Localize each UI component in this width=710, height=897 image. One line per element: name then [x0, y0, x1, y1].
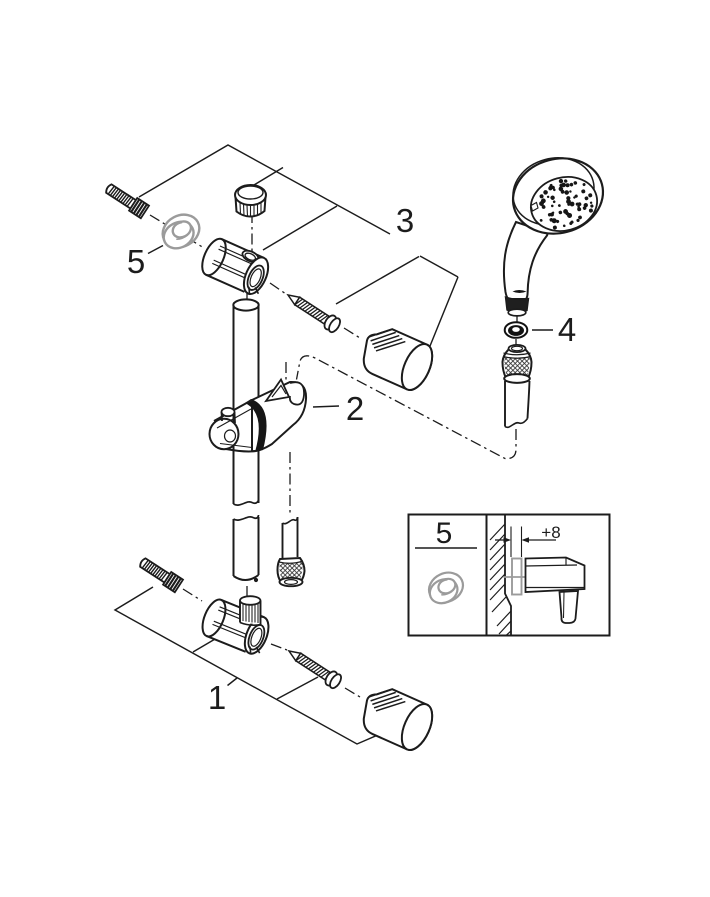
rail-break-lines	[233, 499, 260, 521]
hose-routing-line	[295, 355, 517, 460]
hand-shower	[502, 157, 605, 317]
spacer-ring-top	[155, 207, 207, 256]
wall-screw-top	[282, 287, 344, 335]
callout-leader-lines	[147, 244, 553, 408]
rail-top-cap	[234, 184, 267, 218]
bottom-wall-bracket	[201, 595, 270, 655]
mounting-screw-bottom	[136, 554, 185, 594]
handle-end-cap	[504, 295, 530, 317]
inset-detail-box	[407, 513, 611, 637]
callout-ladder-3	[138, 144, 459, 347]
glide-holder	[208, 377, 308, 453]
wall-screw-bottom	[283, 643, 345, 691]
leader-part2	[312, 405, 340, 408]
o-ring-gasket	[503, 321, 529, 339]
hose-break-line	[504, 418, 529, 429]
spray-dots	[539, 178, 594, 230]
dimension-label: +8	[541, 523, 560, 542]
part-callout-3: 3	[396, 202, 414, 239]
leader-part5	[147, 244, 164, 255]
hose-end-lower	[276, 516, 306, 588]
part-callout-2: 2	[346, 390, 364, 427]
bracket-rail-socket	[239, 595, 262, 626]
part-callout-5: 5	[127, 243, 145, 280]
bracket-rail-bore	[246, 264, 265, 291]
top-wall-bracket	[201, 237, 270, 295]
holder-clamp-band	[245, 399, 267, 452]
hose-nut-upper	[501, 343, 533, 384]
rail-pin-hole	[253, 577, 259, 583]
inset-callout-5: 5	[436, 517, 453, 550]
part-callout-1: 1	[208, 679, 226, 716]
bracket-rail-bore	[247, 624, 266, 651]
mounting-screw-top	[102, 180, 151, 220]
shower-rail	[232, 298, 260, 583]
wall-cover-top	[354, 320, 440, 396]
dimension-plus8	[495, 526, 556, 557]
shower-handle	[502, 220, 549, 300]
wall-cover-bottom	[354, 680, 440, 756]
wall-section	[489, 514, 512, 636]
shower-hose-upper	[504, 380, 531, 429]
holder-hook	[288, 381, 305, 406]
hose-break-line	[282, 516, 299, 525]
holder-knob	[220, 406, 236, 424]
part-callout-4: 4	[558, 311, 576, 348]
head-rim-notch	[530, 201, 539, 212]
bracket-profile	[524, 556, 586, 624]
